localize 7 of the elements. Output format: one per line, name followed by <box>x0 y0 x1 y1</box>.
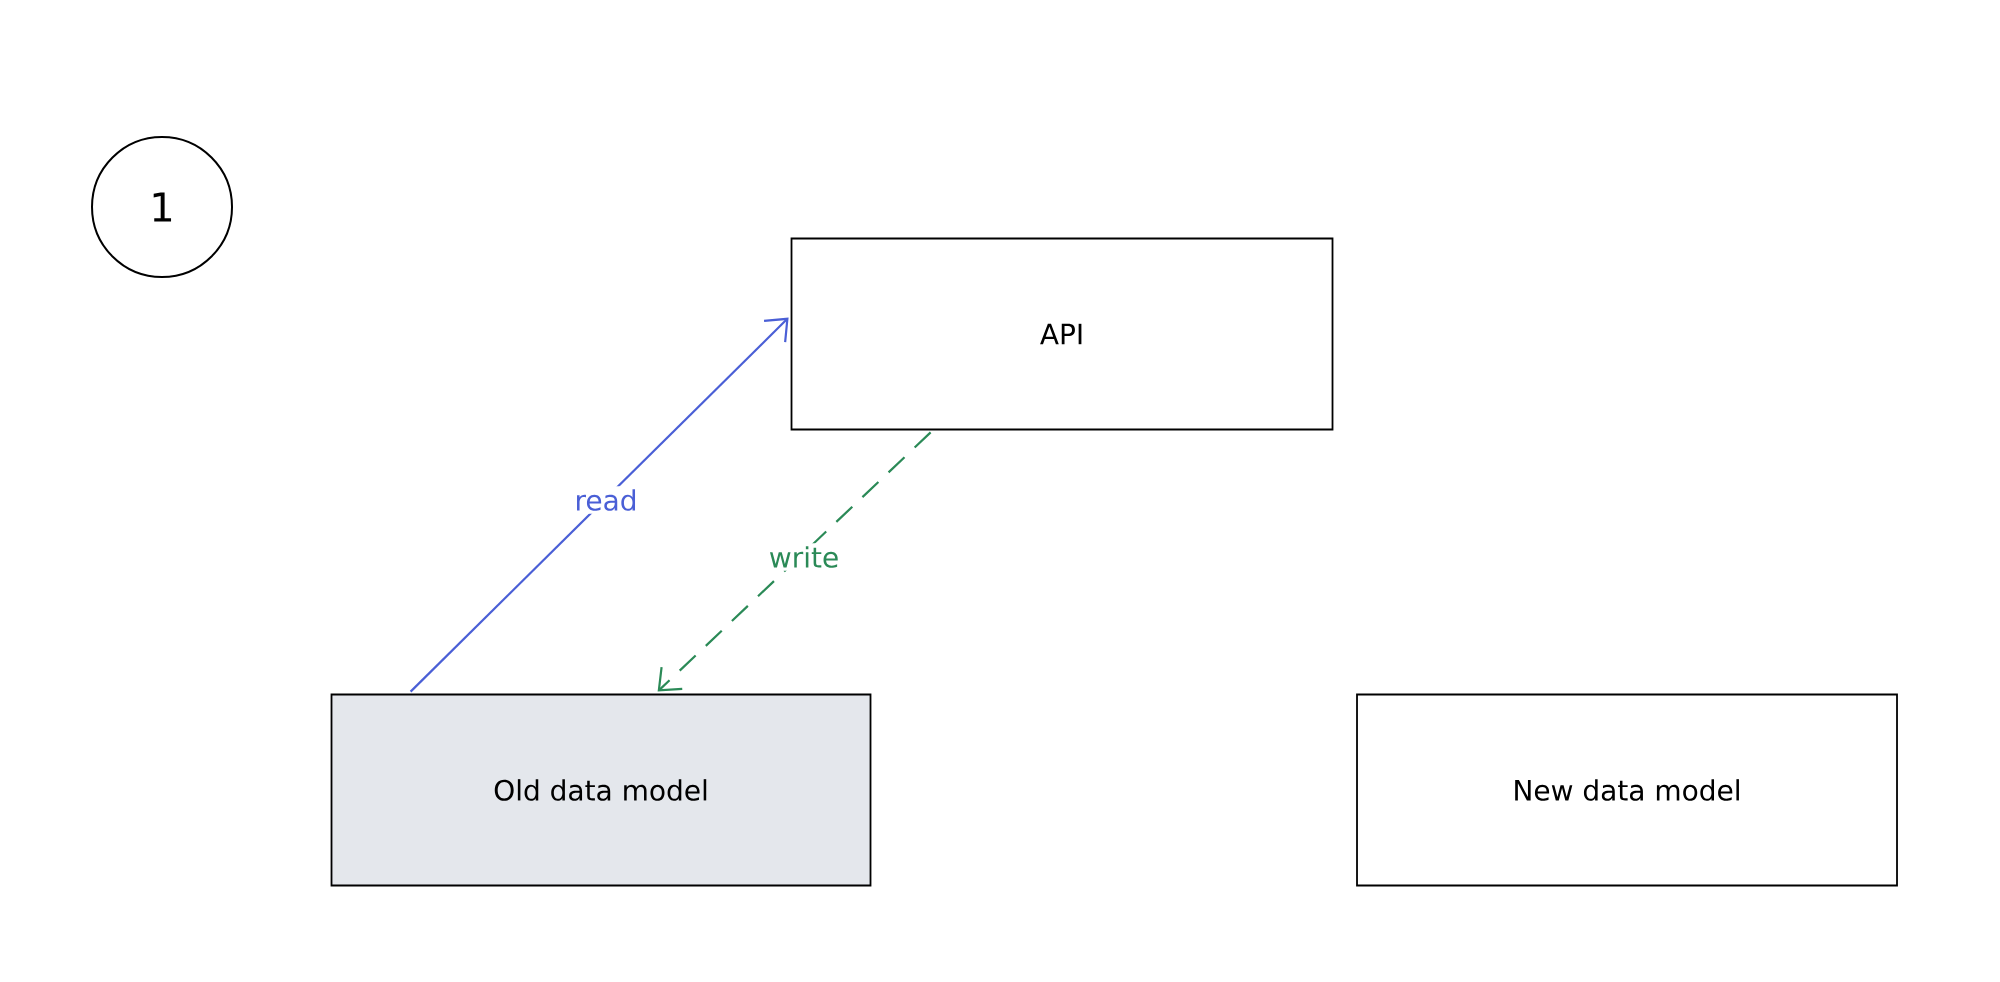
data-model-box: Old data model <box>330 693 872 887</box>
edge-label: read <box>571 486 641 514</box>
process-box: New data model <box>1356 693 1898 887</box>
edge-label: write <box>765 543 843 571</box>
arrow <box>657 431 932 692</box>
process-box: API <box>790 237 1334 431</box>
arrow <box>409 317 789 693</box>
